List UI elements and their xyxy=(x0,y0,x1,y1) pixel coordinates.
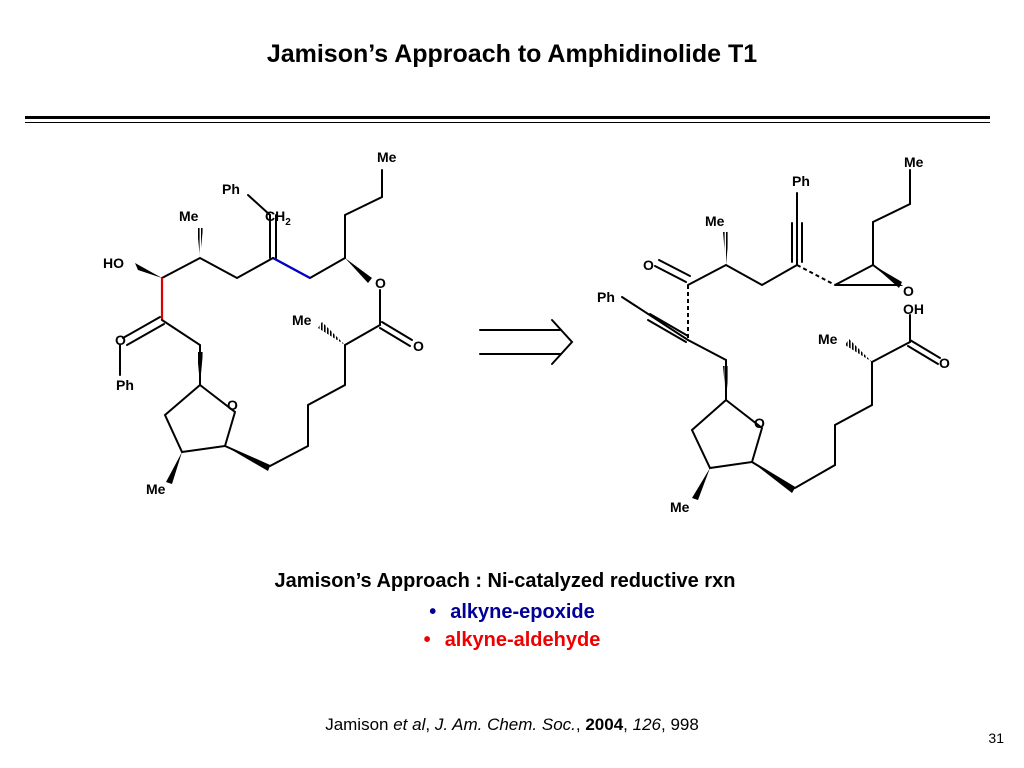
right-label-o-ring: O xyxy=(754,415,765,431)
page-number: 31 xyxy=(988,730,1004,746)
left-label-me-ester: Me xyxy=(292,312,312,328)
title-divider xyxy=(25,116,990,119)
left-exo-methylene xyxy=(269,214,277,259)
left-ester-carbonyl xyxy=(379,321,413,347)
left-label-ph-bottom: Ph xyxy=(116,377,134,393)
bullet-item-alkyne-aldehyde: •alkyne-aldehyde xyxy=(423,629,601,651)
right-label-me-acid: Me xyxy=(818,331,838,347)
right-label-o-epoxide: O xyxy=(903,283,914,299)
left-label-ch2: CH2 xyxy=(265,208,291,228)
right-label-me-bottom: Me xyxy=(670,499,690,515)
right-propyl-chain xyxy=(872,169,911,266)
right-ketone xyxy=(654,259,691,283)
slide-title: Jamison’s Approach to Amphidinolide T1 xyxy=(266,40,758,68)
right-label-me-center: Me xyxy=(705,213,725,229)
left-propyl-chain xyxy=(344,169,383,259)
retrosynthesis-scheme: Me Ph Me CH2 HO O Me O O Ph O Me xyxy=(103,149,950,515)
left-ketone xyxy=(122,316,165,346)
left-label-o-carbonyl: O xyxy=(413,338,424,354)
right-label-ph-left: Ph xyxy=(597,289,615,305)
caption: Jamison’s Approach : Ni-catalyzed reduct… xyxy=(274,570,736,592)
bullet-item-alkyne-epoxide: •alkyne-epoxide xyxy=(429,601,595,623)
right-me-hash xyxy=(723,232,729,265)
retrosynthetic-arrow xyxy=(479,319,574,365)
right-alkyne-upper xyxy=(791,222,803,263)
right-label-o-acid: O xyxy=(939,355,950,371)
left-thf-ring xyxy=(163,384,237,454)
bullet-list: •alkyne-epoxide •alkyne-aldehyde xyxy=(0,598,1024,654)
left-label-o-ring: O xyxy=(227,397,238,413)
bullet-icon: • xyxy=(429,601,437,623)
right-label-ph: Ph xyxy=(792,173,810,189)
left-blue-bond xyxy=(272,257,311,279)
left-ho-wedge xyxy=(135,263,162,278)
bullet-icon: • xyxy=(423,629,431,651)
right-acid-carbonyl xyxy=(907,339,941,365)
right-label-o-ketone: O xyxy=(643,257,654,273)
left-label-me-top: Me xyxy=(377,149,397,165)
right-alkyne-lower xyxy=(647,313,689,343)
left-label-o-ester: O xyxy=(375,275,386,291)
left-label-o-ketone: O xyxy=(115,332,126,348)
right-molecule: Me Ph Me O O Ph OH Me O O Me xyxy=(597,154,950,515)
title-divider-thin xyxy=(25,122,990,123)
left-me-hash xyxy=(197,228,203,258)
left-molecule: Me Ph Me CH2 HO O Me O O Ph O Me xyxy=(103,149,424,497)
left-label-ho: HO xyxy=(103,255,124,271)
right-label-me-top: Me xyxy=(904,154,924,170)
left-label-ph: Ph xyxy=(222,181,240,197)
right-thf-ring xyxy=(690,399,764,470)
left-label-me-bottom: Me xyxy=(146,481,166,497)
left-o-wedge xyxy=(345,258,372,283)
left-label-me-center: Me xyxy=(179,208,199,224)
citation: Jamison et al, J. Am. Chem. Soc., 2004, … xyxy=(325,715,699,734)
right-label-oh: OH xyxy=(903,301,924,317)
right-epoxide xyxy=(834,264,904,286)
